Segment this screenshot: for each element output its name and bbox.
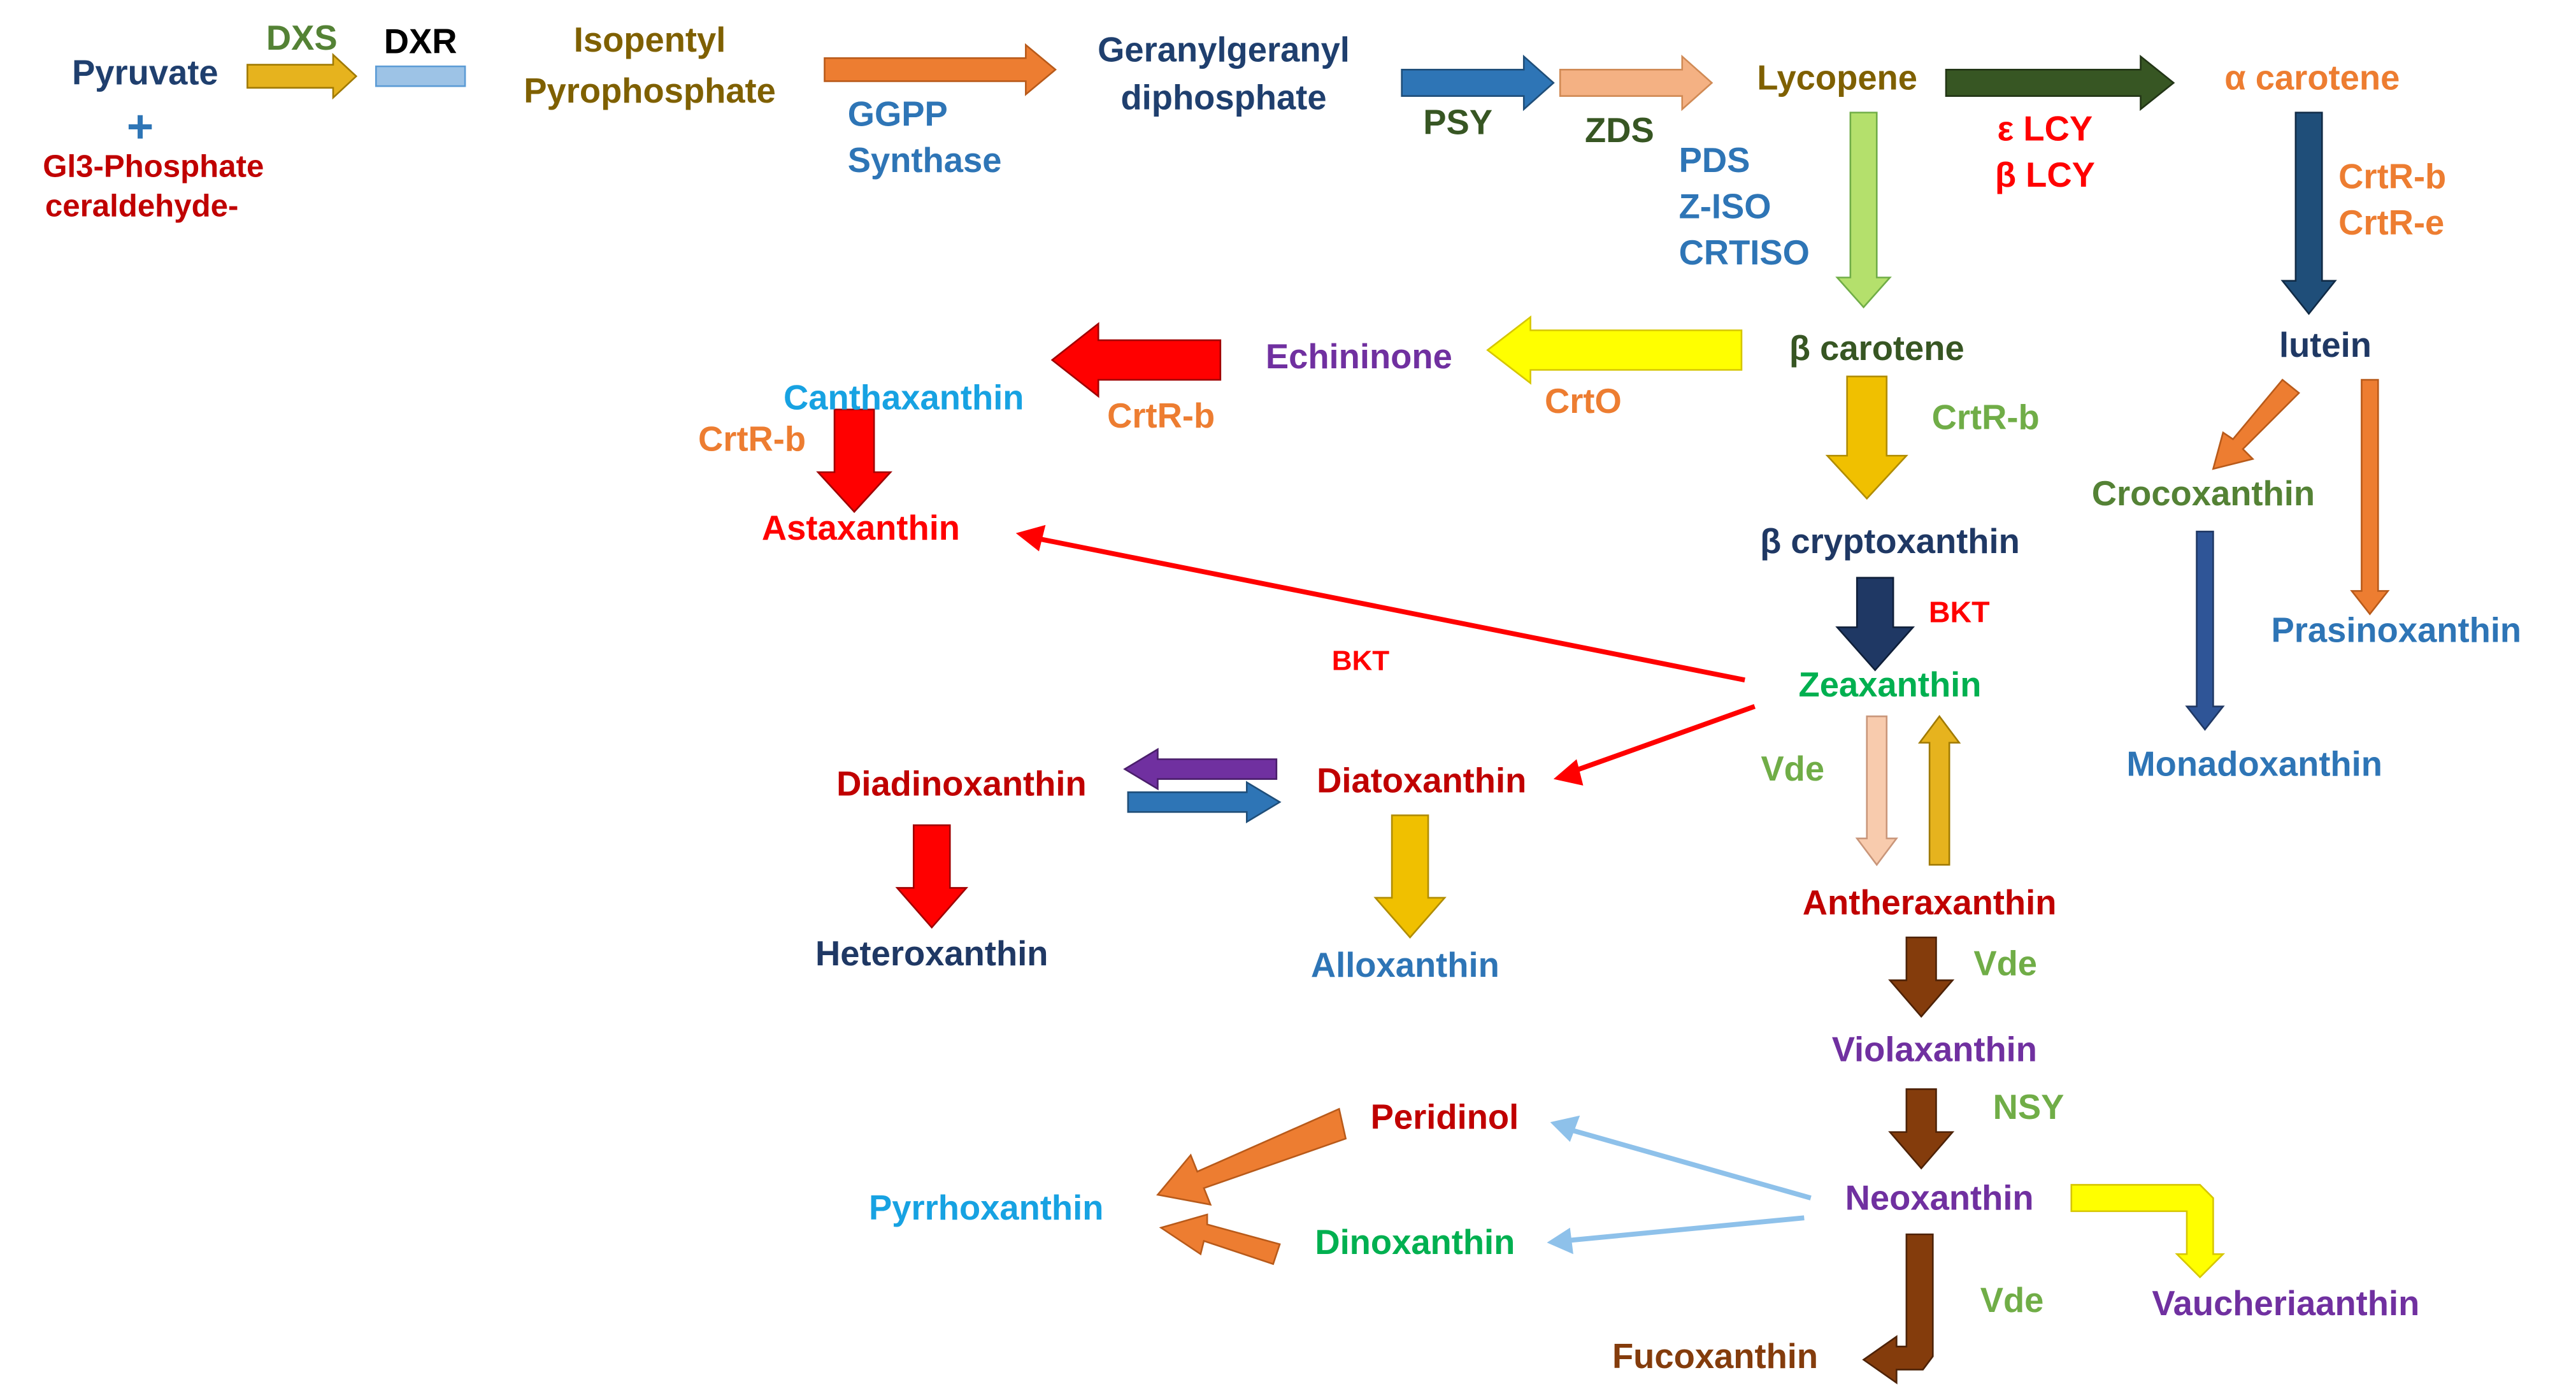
arrow-crtr-alpha <box>2280 112 2337 315</box>
arrow-ggpp <box>824 43 1057 96</box>
arrow-crtr-echi <box>1050 322 1222 398</box>
label-astaxanthin: Astaxanthin <box>762 508 960 547</box>
enzyme-crtr-e: CrtR-e <box>2338 203 2444 242</box>
label-isopentyl: Isopentyl <box>574 20 726 59</box>
arrow-vde-zea-anthera <box>1855 715 1898 867</box>
arrow-nsy <box>1888 1088 1955 1170</box>
enzyme-beta-lcy: β LCY <box>1995 155 2095 194</box>
arrowhead-dinoxanthin <box>1547 1227 1573 1255</box>
arrow-lcy <box>1945 54 2175 112</box>
arrow-psy <box>1401 54 1555 112</box>
label-heteroxanthin: Heteroxanthin <box>815 934 1048 973</box>
enzyme-crto: CrtO <box>1545 382 1622 421</box>
label-pyrrhoxanthin: Pyrrhoxanthin <box>869 1188 1103 1227</box>
arrowhead-astaxanthin <box>1015 524 1046 552</box>
arrow-dino-pyrrho <box>1159 1213 1281 1265</box>
arrow-zea-diato <box>1569 703 1756 775</box>
label-peridinol: Peridinol <box>1371 1097 1519 1136</box>
label-beta-carotene: β carotene <box>1789 329 1964 368</box>
label-pyruvate: Pyruvate <box>72 54 218 92</box>
label-neoxanthin: Neoxanthin <box>1845 1178 2034 1217</box>
label-vaucheriaanthin: Vaucheriaanthin <box>2152 1284 2419 1323</box>
arrow-neo-peridinol <box>1566 1126 1812 1200</box>
label-fucoxanthin: Fucoxanthin <box>1612 1337 1818 1376</box>
label-pyrophosphate: Pyrophosphate <box>524 71 776 110</box>
arrows <box>247 43 2390 1385</box>
arrow-crtr-beta <box>1825 375 1908 500</box>
enzyme-vde-anthera: Vde <box>1973 944 2037 983</box>
arrow-diadino-hetero <box>895 824 969 929</box>
enzyme-z-iso: Z-ISO <box>1679 187 1771 226</box>
label-antheraxanthin: Antheraxanthin <box>1803 883 2057 922</box>
enzyme-ggpp: GGPP <box>848 94 948 133</box>
arrow-neo-dinoxanthin <box>1563 1215 1805 1244</box>
enzyme-psy: PSY <box>1423 103 1492 141</box>
label-diphosphate: diphosphate <box>1120 78 1326 117</box>
arrow-anthera-zea <box>1917 715 1961 866</box>
arrow-lutein-prasino <box>2350 378 2390 616</box>
arrow-diadino-diato <box>1127 781 1282 824</box>
label-geranylgeranyl: Geranylgeranyl <box>1098 30 1350 69</box>
arrow-bkt-crypto <box>1835 577 1915 672</box>
enzyme-crtiso: CRTISO <box>1679 233 1810 272</box>
enzyme-vde-zea: Vde <box>1761 749 1824 788</box>
enzyme-crtr-b-cantha: CrtR-b <box>698 419 806 458</box>
arrow-croco-monado <box>2185 530 2225 731</box>
labels: Pyruvate + Gl3-Phosphate ceraldehyde- DX… <box>43 18 2521 1376</box>
label-monadoxanthin: Monadoxanthin <box>2126 744 2382 783</box>
enzyme-crtr-b-alpha: CrtR-b <box>2338 157 2446 196</box>
enzyme-bkt-asta: BKT <box>1332 645 1390 677</box>
enzyme-eps-lcy: ε LCY <box>1998 110 2093 148</box>
label-diadinoxanthin: Diadinoxanthin <box>836 764 1087 803</box>
arrow-lutein-croco <box>2212 378 2300 470</box>
arrow-dxr <box>375 65 466 87</box>
plus-sign: + <box>127 101 154 152</box>
enzyme-pds: PDS <box>1679 141 1750 180</box>
arrowhead-peridinol <box>1550 1115 1580 1142</box>
label-canthaxanthin: Canthaxanthin <box>784 378 1024 417</box>
enzyme-dxr: DXR <box>384 22 457 61</box>
label-prasinoxanthin: Prasinoxanthin <box>2271 611 2521 650</box>
label-gl3-phosphate: Gl3-Phosphate <box>43 149 264 184</box>
enzyme-synthase: Synthase <box>848 141 1002 180</box>
arrow-neo-vaucheria <box>2070 1184 2226 1279</box>
arrow-bkt-astaxanthin <box>1035 535 1745 683</box>
label-violaxanthin: Violaxanthin <box>1832 1030 2037 1069</box>
arrow-crto <box>1486 315 1743 385</box>
label-dinoxanthin: Dinoxanthin <box>1315 1223 1515 1262</box>
enzyme-zds: ZDS <box>1585 111 1654 150</box>
label-echininone: Echininone <box>1266 337 1452 376</box>
arrow-diato-diadino <box>1123 747 1278 791</box>
label-zeaxanthin: Zeaxanthin <box>1799 665 1982 704</box>
label-lycopene: Lycopene <box>1757 58 1917 97</box>
enzyme-crtr-b-beta: CrtR-b <box>1932 398 2040 437</box>
label-alloxanthin: Alloxanthin <box>1311 946 1499 984</box>
arrow-zds <box>1559 54 1714 112</box>
arrow-peridinol-pyrrho <box>1156 1107 1347 1206</box>
label-lutein: lutein <box>2279 326 2372 364</box>
arrow-pds <box>1835 112 1892 309</box>
arrow-crtr-cantha <box>816 408 892 514</box>
label-ceraldehyde: ceraldehyde- <box>45 189 238 224</box>
arrow-diato-allo <box>1373 814 1447 939</box>
label-beta-cryptoxanthin: β cryptoxanthin <box>1760 522 2020 561</box>
enzyme-crtr-b-echi: CrtR-b <box>1107 396 1215 435</box>
arrow-dxs <box>247 53 358 100</box>
arrowhead-diatoxanthin <box>1553 759 1584 786</box>
enzyme-vde-fuco: Vde <box>1980 1281 2044 1320</box>
enzyme-nsy: NSY <box>1993 1088 2064 1127</box>
label-alpha-carotene: α carotene <box>2224 58 2400 97</box>
arrow-vde-anthera-viola <box>1888 936 1955 1018</box>
enzyme-dxs: DXS <box>266 18 338 57</box>
enzyme-bkt-crypto: BKT <box>1929 596 1990 629</box>
label-crocoxanthin: Crocoxanthin <box>2092 474 2315 513</box>
label-diatoxanthin: Diatoxanthin <box>1317 761 1526 800</box>
arrow-vde-fuco <box>1862 1233 1934 1385</box>
